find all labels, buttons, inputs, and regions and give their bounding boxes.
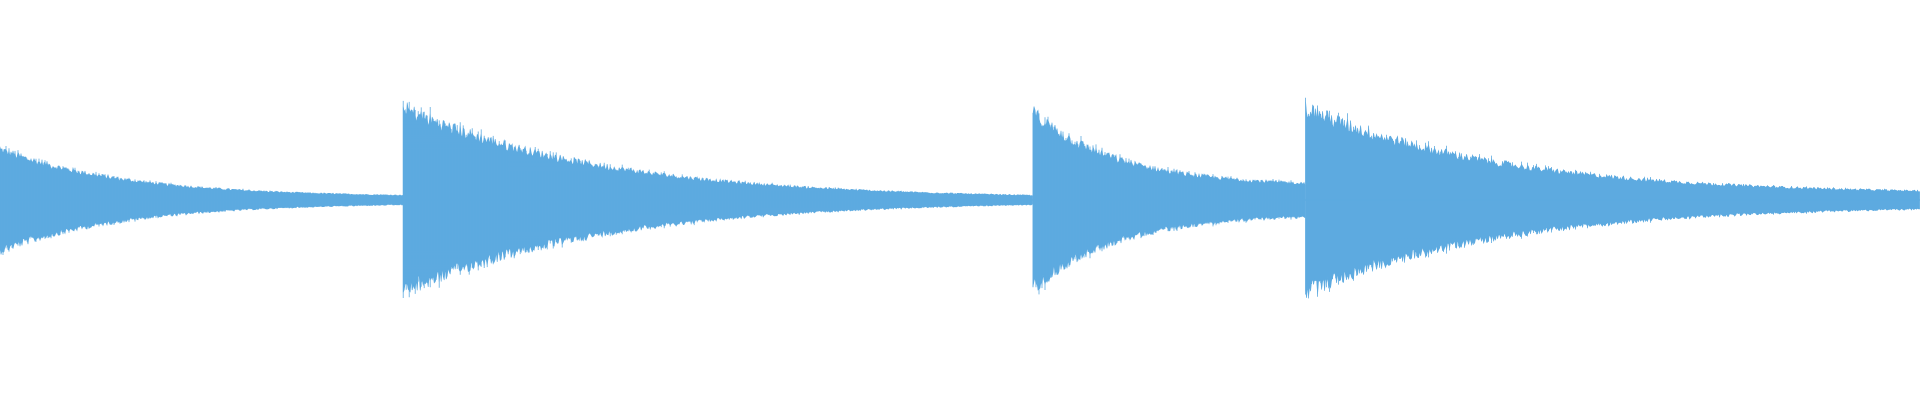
waveform-segment-2 — [402, 102, 1033, 293]
waveform-segment-1 — [0, 148, 404, 255]
